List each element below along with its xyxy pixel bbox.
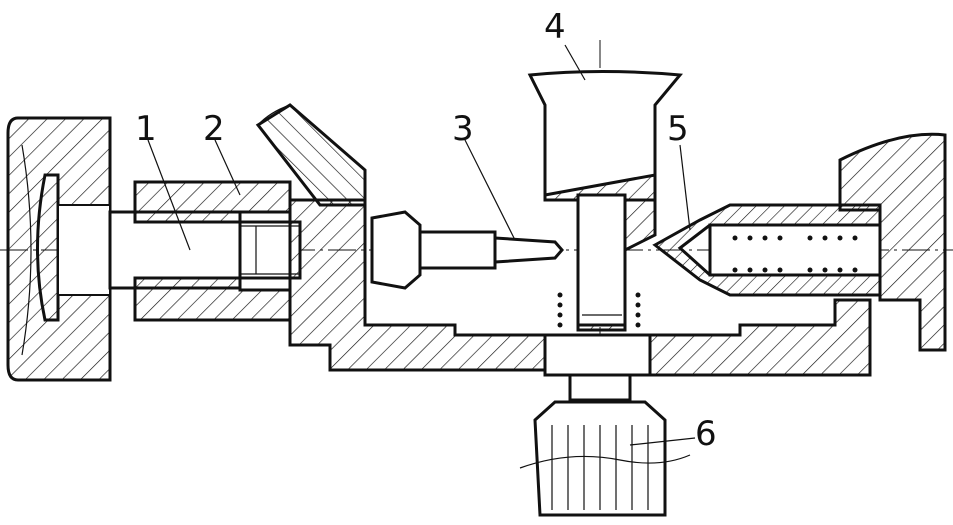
callout-1: 1 — [135, 109, 157, 149]
vertical-tube — [527, 70, 683, 332]
bottom-knob — [519, 373, 691, 517]
spring-coils-right — [635, 292, 641, 328]
handwheel — [6, 116, 112, 382]
needle — [370, 210, 564, 290]
callout-6: 6 — [695, 414, 717, 454]
callout-4: 4 — [544, 7, 566, 47]
nozzle — [652, 132, 947, 352]
packing-nut — [133, 180, 292, 322]
callout-2: 2 — [203, 109, 225, 149]
inlet-pipe — [255, 103, 367, 207]
nozzle-holes — [732, 235, 858, 273]
spring-coils-left — [557, 292, 563, 328]
valve-body — [288, 198, 872, 377]
callout-3: 3 — [452, 109, 474, 149]
callout-5: 5 — [667, 109, 689, 149]
